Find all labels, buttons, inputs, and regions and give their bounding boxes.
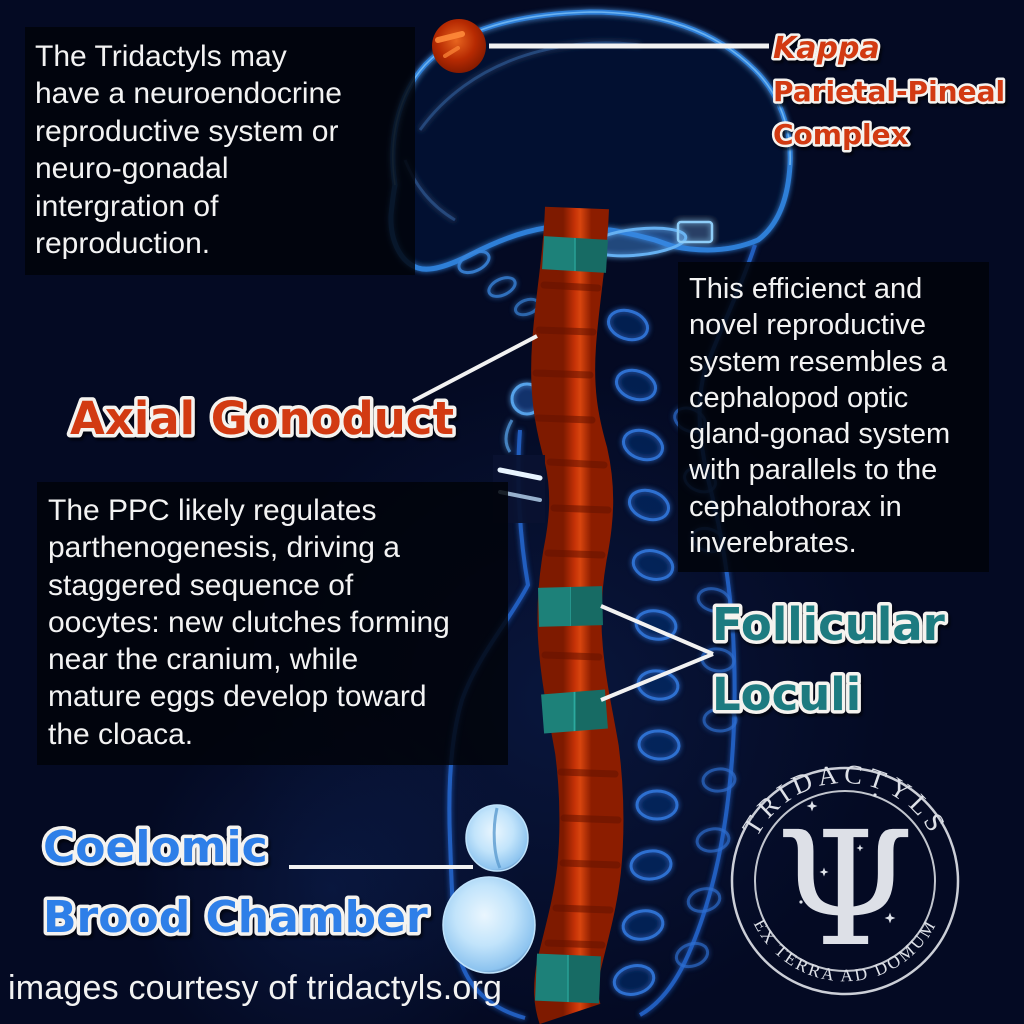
ppc-paragraph-line: parthenogenesis, driving a (48, 531, 400, 565)
follicular-band-lower (541, 689, 608, 734)
ppc-paragraph-line: oocytes: new clutches forming (48, 605, 450, 639)
tridactyls-logo: TRIDACTYLS EX TERRA AD DOMUM Ψ (730, 759, 960, 996)
psi-symbol: Ψ (776, 798, 915, 982)
follicular-band-upper (538, 586, 603, 627)
follicular-loculi-label: Follicular Loculi (709, 595, 950, 725)
intro-line: intergration of (35, 189, 219, 223)
ppc-paragraph-line: The PPC likely regulates (48, 494, 377, 527)
coelomic-line1: Coelomic (43, 822, 268, 873)
coelomic-line2: Brood Chamber (43, 892, 428, 943)
follicular-leader-line-upper (600, 604, 714, 656)
follicular-bands (535, 236, 608, 1004)
comparison-line: inverebrates. (689, 527, 857, 560)
vertebrae-column (606, 308, 681, 996)
ppc-paragraph-line: staggered sequence of (48, 568, 354, 602)
comparison-line: This efficienct and (689, 273, 923, 305)
occipital-foramen-detail (676, 220, 714, 244)
intro-paragraph: The Tridactyls may have a neuroendocrine… (25, 27, 415, 276)
axial-gonoduct-label-text: Axial Gonoduct (70, 392, 454, 445)
comparison-line: novel reproductive (689, 309, 926, 342)
intro-line: reproduction. (35, 227, 211, 261)
follicular-band-neck (542, 236, 608, 273)
comparison-line: cephalothorax in (689, 490, 902, 523)
axial-gonoduct-highlight (531, 206, 624, 1024)
ppc-label-line3: Complex (773, 118, 909, 151)
ppc-label-kappa: Kappa (773, 31, 880, 66)
image-credit-caption: images courtesy of tridactyls.org (8, 969, 503, 1007)
comparison-line: cephalopod optic (689, 381, 909, 414)
vertebra-separators (532, 281, 622, 949)
follicular-band-caudal (535, 953, 601, 1004)
intro-line: have a neuroendocrine (35, 77, 342, 111)
logo-stars (799, 793, 896, 924)
comparison-line: with parallels to the (689, 454, 938, 487)
intro-line: neuro-gonadal (35, 152, 229, 186)
brood-chamber-blob-upper (465, 804, 529, 872)
intro-line: reproductive system or (35, 114, 339, 148)
ppc-paragraph-line: near the cranium, while (48, 643, 359, 677)
brood-chamber-blobs (442, 804, 536, 974)
ppc-label-line2: Parietal-Pineal (773, 75, 1005, 108)
follicular-loculi-line1: Follicular (712, 598, 946, 651)
ppc-label: Kappa Parietal-Pineal Complex (771, 29, 1008, 154)
intro-line: The Tridactyls may (35, 40, 287, 73)
ppc-function-paragraph: The PPC likely regulates parthenogenesis… (37, 482, 508, 766)
logo-outer-ring (730, 766, 960, 996)
follicular-loculi-line2: Loculi (712, 668, 861, 721)
ppc-paragraph-line: the cloaca. (48, 717, 194, 751)
axial-gonoduct-label: Axial Gonoduct (67, 389, 458, 449)
follicular-leader-line-lower (600, 652, 714, 702)
ppc-dot (432, 19, 486, 73)
annotation-lines (289, 43, 769, 869)
coelomic-brood-chamber-label: Coelomic Brood Chamber (40, 819, 432, 947)
gonoduct-leader-line (412, 334, 538, 403)
comparison-line: system resembles a (689, 345, 947, 378)
logo-inner-ring (754, 790, 936, 972)
brood-chamber-blob-lower (442, 876, 536, 974)
ppc-paragraph-line: mature eggs develop toward (48, 680, 427, 714)
comparison-line: gland-gonad system (689, 418, 951, 451)
system-comparison-paragraph: This efficienct and novel reproductive s… (678, 262, 989, 573)
